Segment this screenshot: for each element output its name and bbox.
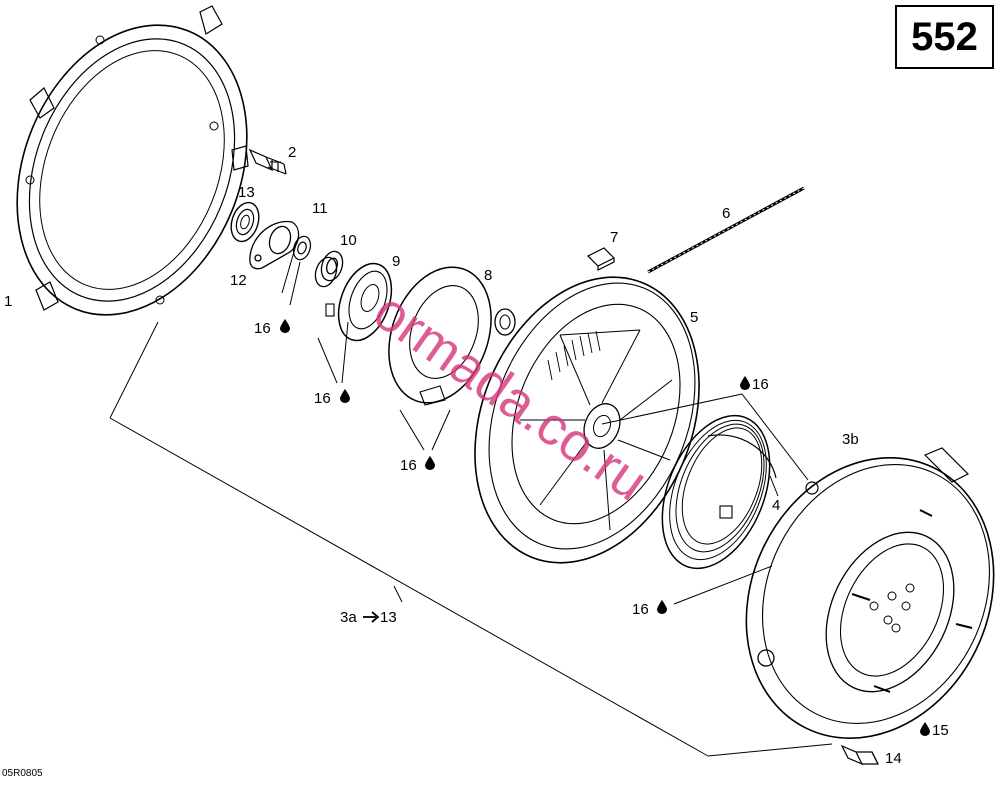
callout-9: 9 [392, 253, 400, 270]
callout-10: 10 [340, 232, 357, 249]
part-7-key [586, 247, 616, 271]
callout-11: 11 [312, 200, 328, 217]
part-8-cover [388, 266, 516, 406]
part-4-spring [661, 414, 777, 570]
part-14-bolt [840, 744, 879, 766]
part-9-disc [325, 262, 393, 342]
callout-16c: 16 [400, 457, 417, 474]
callout-6: 6 [722, 205, 730, 222]
part-2-bolt [248, 148, 287, 175]
part-13-bearing [230, 201, 260, 243]
callout-14: 14 [885, 750, 902, 767]
part-10-bushing [314, 250, 344, 288]
callout-16a: 16 [254, 320, 271, 337]
part-11-washer [292, 235, 312, 261]
callout-3a-range-end: 13 [380, 609, 397, 626]
callout-8: 8 [484, 267, 492, 284]
callout-3b: 3b [842, 431, 859, 448]
callout-7: 7 [610, 229, 618, 246]
callout-16e: 16 [632, 601, 649, 618]
callout-3a: 3a [340, 609, 357, 626]
callout-13: 13 [238, 184, 255, 201]
callout-2: 2 [288, 144, 296, 161]
callout-labels: 1 2 13 11 10 9 12 8 7 6 5 3b 4 14 16 16 … [4, 144, 949, 767]
arrow-icon [363, 611, 380, 623]
page-number-box: 552 [895, 5, 994, 69]
callout-16b: 16 [314, 390, 331, 407]
page-number: 552 [911, 14, 978, 59]
part-5-pulley [474, 276, 700, 564]
leader-lines [109, 161, 833, 757]
drawing-code: 05R0805 [2, 768, 43, 779]
part-1-housing-ring [16, 5, 249, 316]
part-6-rope [647, 186, 805, 274]
callout-4: 4 [772, 497, 780, 514]
callout-5: 5 [690, 309, 698, 326]
callout-12: 12 [230, 272, 247, 289]
callout-15: 15 [932, 722, 949, 739]
part-12-plate [249, 220, 300, 270]
callout-16d: 16 [752, 376, 769, 393]
callout-1: 1 [4, 293, 12, 310]
part-3b-housing [745, 447, 995, 740]
